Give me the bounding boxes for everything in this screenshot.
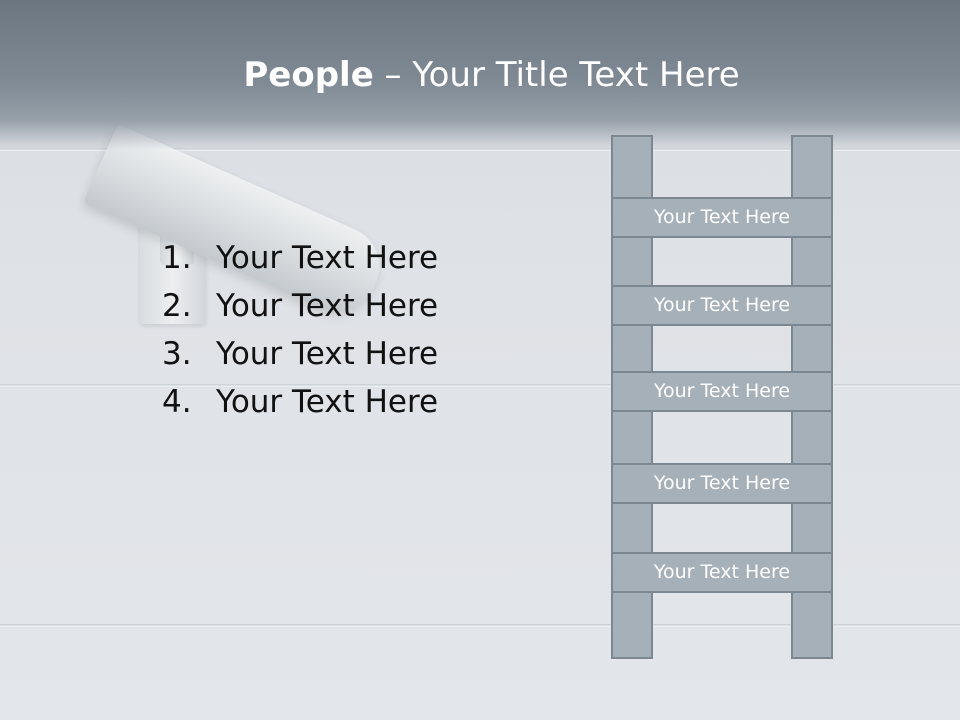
title-rest: – Your Title Text Here (373, 55, 740, 95)
list-item: 3. Your Text Here (162, 330, 438, 378)
title-bar (0, 0, 960, 150)
list-text: Your Text Here (216, 384, 439, 420)
list-item: 2. Your Text Here (162, 282, 438, 330)
list-number: 1. (162, 240, 192, 276)
list-text: Your Text Here (216, 288, 439, 324)
ladder-diagram: Your Text Here Your Text Here Your Text … (611, 135, 833, 659)
ladder-rung-4[interactable]: Your Text Here (611, 463, 833, 504)
slide-title[interactable]: People – Your Title Text Here (0, 52, 960, 98)
ladder-rung-2[interactable]: Your Text Here (611, 285, 833, 326)
list-text: Your Text Here (216, 240, 439, 276)
title-bold: People (243, 55, 374, 95)
ladder-rung-5[interactable]: Your Text Here (611, 552, 833, 593)
wall-seam (0, 384, 960, 387)
wall-seam (0, 624, 960, 627)
list-number: 2. (162, 288, 192, 324)
ladder-rung-3[interactable]: Your Text Here (611, 371, 833, 412)
numbered-list[interactable]: 1. Your Text Here 2. Your Text Here 3. Your… (162, 234, 438, 426)
list-number: 4. (162, 384, 192, 420)
list-text: Your Text Here (216, 336, 439, 372)
list-item: 1. Your Text Here (162, 234, 438, 282)
list-item: 4. Your Text Here (162, 378, 438, 426)
list-number: 3. (162, 336, 192, 372)
ladder-rung-1[interactable]: Your Text Here (611, 197, 833, 238)
